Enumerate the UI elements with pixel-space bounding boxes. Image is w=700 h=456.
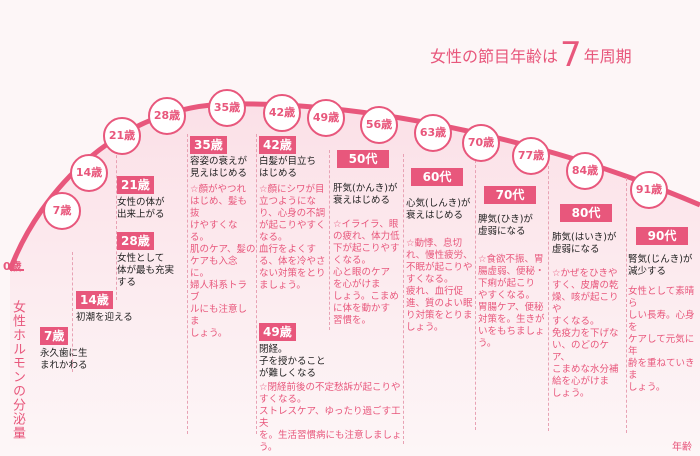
x-axis-label: 年齢: [672, 442, 692, 453]
stage-tag-50s: 50代: [337, 150, 389, 168]
title-number: 7: [560, 35, 582, 75]
age-marker-91: 91歳: [630, 171, 668, 209]
separator: [72, 252, 73, 372]
age-marker-42: 42歳: [263, 94, 301, 132]
age-marker-14: 14歳: [70, 154, 108, 192]
separator: [475, 160, 476, 430]
title-suffix: 年周期: [583, 47, 632, 66]
age-marker-28: 28歳: [148, 97, 186, 135]
separator: [329, 150, 330, 330]
stage-desc-14: 初潮を迎える: [76, 312, 133, 323]
separator: [626, 178, 627, 433]
stage-tag-35: 35歳: [190, 136, 227, 154]
stage-tag-42: 42歳: [259, 136, 296, 154]
stage-desc-70s: 脾気(ひき)が 虚弱になる: [478, 214, 533, 237]
stage-tag-28: 28歳: [117, 232, 154, 250]
stage-tag-21: 21歳: [117, 176, 154, 194]
stage-tag-14: 14歳: [76, 291, 113, 309]
stage-desc-60s: 心気(しんき)が 衰えはじめる: [406, 198, 471, 221]
stage-desc-49: 閉経。 子を授かること が難しくなる: [259, 344, 326, 379]
stage-desc-7: 永久歯に生 まれかわる: [40, 348, 88, 371]
y-axis-label: 女性ホルモンの分泌量: [10, 300, 25, 440]
stage-tag-49: 49歳: [259, 323, 296, 341]
stage-note-35: ☆顔がやつれ はじめ、髪も抜 けやすくなる。 肌のケア、髪の ケアも入念に。 婦…: [190, 184, 256, 339]
stage-note-42: ☆顔にシワが目 立つようにな り、心身の不調 が起こりやすく なる。 血行をよく…: [259, 184, 326, 291]
age-marker-63: 63歳: [414, 114, 452, 152]
stage-desc-50s: 肝気(かんき)が 衰えはじめる: [333, 183, 398, 206]
stage-desc-21: 女性の体が 出来上がる: [117, 197, 165, 220]
separator: [403, 154, 404, 444]
separator: [256, 134, 257, 434]
age-marker-77: 77歳: [512, 137, 550, 175]
stage-desc-35: 容姿の衰えが 見えはじめる: [190, 156, 248, 179]
stage-desc-90s: 腎気(じんき)が 減少する: [628, 254, 693, 277]
stage-tag-90s: 90代: [636, 227, 688, 245]
age-marker-35: 35歳: [208, 89, 246, 127]
stage-desc-28: 女性として 体が最も充実 する: [117, 253, 175, 288]
stage-tag-7: 7歳: [40, 327, 69, 345]
age-marker-70: 70歳: [462, 124, 500, 162]
title-prefix: 女性の節目年齢は: [430, 47, 559, 66]
stage-tag-80s: 80代: [560, 204, 612, 222]
stage-tag-60s: 60代: [411, 168, 463, 186]
age-marker-7: 7歳: [43, 192, 81, 230]
stage-note-50s: ☆イライラ、眼 の疲れ、体力低 下が起こりやす くなる。 心と眼のケア を心がけ…: [333, 219, 400, 326]
stage-note-49: ☆閉経前後の不定愁訴が起こりや すくなる。 ストレスケア、ゆったり過ごす工夫 を…: [259, 382, 402, 453]
zero-label: 0歳: [3, 260, 22, 273]
separator: [187, 134, 188, 434]
separator: [116, 150, 117, 300]
separator: [548, 166, 549, 431]
stage-note-60s: ☆動悸、息切 れ、慢性疲労、 不眠が起こりや すくなる。 疲れ、血行促 進、質の…: [406, 238, 473, 333]
stage-tag-70s: 70代: [484, 186, 536, 204]
stage-desc-80s: 肺気(はいき)が 虚弱になる: [552, 232, 617, 255]
stage-note-70s: ☆食欲不振、胃 腸虚弱、便秘・ 下痢が起こり やすくなる。 胃腸ケア、便秘 対策…: [478, 254, 545, 349]
stage-note-90s: 女性として素晴ら しい長寿。心身を ケアして元気に年 齢を重ねていきま しょう。: [628, 286, 695, 393]
age-marker-84: 84歳: [566, 152, 604, 190]
age-marker-49: 49歳: [307, 99, 345, 137]
age-marker-56: 56歳: [360, 106, 398, 144]
stage-desc-42: 白髪が目立ち はじめる: [259, 156, 317, 179]
stage-note-80s: ☆かぜをひきや すく、皮膚の乾 燥、咳が起こりや すくなる。 免疫力を下げな い…: [552, 268, 619, 399]
age-marker-21: 21歳: [103, 117, 141, 155]
